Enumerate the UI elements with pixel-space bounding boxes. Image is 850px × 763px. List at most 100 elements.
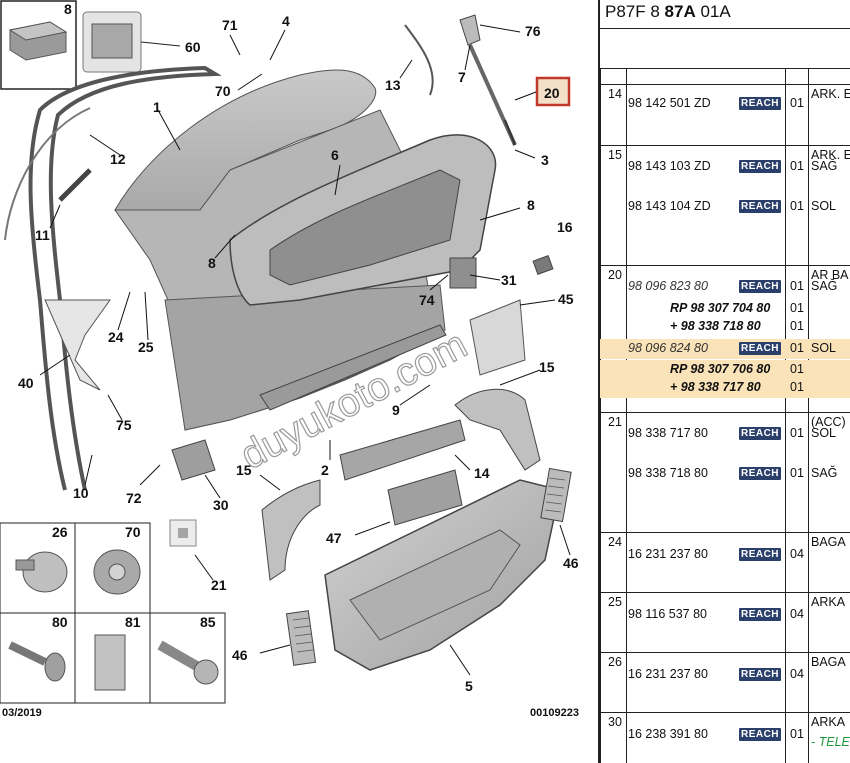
part-number[interactable]: 98 143 104 ZD [628, 199, 711, 213]
reach-badge: REACH [739, 728, 781, 741]
part-number[interactable]: 98 096 824 80 [628, 341, 708, 355]
reach-badge: REACH [739, 97, 781, 110]
description: SAĞ [811, 466, 838, 480]
part-number[interactable]: + 98 338 717 80 [670, 380, 761, 394]
callout-81: 81 [125, 614, 141, 630]
side-trim-15-right [454, 388, 541, 471]
description: SAĞ [811, 159, 838, 173]
highlight-box-20 [535, 76, 571, 107]
quantity: 01 [790, 426, 804, 440]
description-note: - TELE [811, 735, 850, 749]
quantity: 01 [790, 727, 804, 741]
side-trim-15-left [261, 479, 321, 581]
bumper-16 [532, 255, 554, 275]
table-rule [600, 68, 850, 69]
reach-badge: REACH [739, 668, 781, 681]
reach-badge: REACH [739, 200, 781, 213]
callout-20: 20 [544, 85, 560, 101]
row-separator [600, 652, 850, 653]
row-index: 30 [608, 715, 622, 729]
part-number[interactable]: 16 238 391 80 [628, 727, 708, 741]
row-separator [600, 145, 850, 146]
part-number[interactable]: + 98 338 718 80 [670, 319, 761, 333]
quantity: 01 [790, 159, 804, 173]
reach-badge: REACH [739, 160, 781, 173]
cover-47 [387, 469, 463, 526]
reach-badge: REACH [739, 467, 781, 480]
part-number[interactable]: RP 98 307 704 80 [670, 301, 771, 315]
row-index: 20 [608, 268, 622, 282]
spoiler-trim-9 [259, 324, 447, 411]
callout-2: 2 [321, 462, 329, 478]
part-number[interactable]: 16 231 237 80 [628, 667, 708, 681]
part-number[interactable]: 98 143 103 ZD [628, 159, 711, 173]
callout-15: 15 [539, 359, 555, 375]
description: ARKA [811, 595, 846, 609]
quantity: 01 [790, 319, 804, 333]
thumb-box-8 [0, 0, 77, 90]
lock-31 [449, 257, 477, 289]
row-separator [600, 84, 850, 85]
callout-31: 31 [501, 272, 517, 288]
callout-76: 76 [525, 23, 541, 39]
row-index: 15 [608, 148, 622, 162]
row-index: 26 [608, 655, 622, 669]
callout-72: 72 [126, 490, 142, 506]
row-index: 25 [608, 595, 622, 609]
reach-badge: REACH [739, 427, 781, 440]
quantity: 01 [790, 199, 804, 213]
callout-15: 15 [236, 462, 252, 478]
callout-8: 8 [64, 1, 72, 17]
quantity: 04 [790, 607, 804, 621]
catalog-title: P87F 8 87A 01A [605, 2, 731, 21]
callout-74: 74 [419, 292, 435, 308]
leader-lines [39, 24, 571, 676]
callout-8: 8 [208, 255, 216, 271]
callout-46: 46 [232, 647, 248, 663]
part-number[interactable]: 98 338 718 80 [628, 466, 708, 480]
part-number[interactable]: 98 096 823 80 [628, 279, 708, 293]
callout-8: 8 [527, 197, 535, 213]
quantity: 01 [790, 466, 804, 480]
reach-badge: REACH [739, 548, 781, 561]
quantity: 01 [790, 301, 804, 315]
part-number[interactable]: RP 98 307 706 80 [670, 362, 771, 376]
part-number[interactable]: 98 338 717 80 [628, 426, 708, 440]
part-number[interactable]: 16 231 237 80 [628, 547, 708, 561]
callout-14: 14 [474, 465, 490, 481]
clip-set-60 [82, 11, 181, 73]
quantity: 01 [790, 380, 804, 394]
callout-25: 25 [138, 339, 154, 355]
description: SAĞ [811, 279, 838, 293]
part-number[interactable]: 98 142 501 ZD [628, 96, 711, 110]
spoiler-side-40 [44, 299, 111, 391]
column-rule [600, 68, 601, 763]
callout-4: 4 [282, 13, 290, 29]
control-module-30 [171, 439, 216, 481]
lower-trim-panel-5 [324, 479, 561, 671]
description: BAGA [811, 655, 846, 669]
part-number[interactable]: 98 116 537 80 [628, 607, 708, 621]
callout-70: 70 [215, 83, 231, 99]
quantity: 04 [790, 547, 804, 561]
row-separator [600, 412, 850, 413]
row-separator [600, 592, 850, 593]
callout-70: 70 [125, 524, 141, 540]
row-separator [600, 532, 850, 533]
row-separator [600, 712, 850, 713]
quantity: 01 [790, 362, 804, 376]
window-inner-frame [229, 134, 497, 306]
description: ARKA [811, 715, 846, 729]
upper-trim-14 [339, 419, 466, 481]
row-index: 21 [608, 415, 622, 429]
callout-85: 85 [200, 614, 216, 630]
callout-30: 30 [213, 497, 229, 513]
description-heading: ARK. E [811, 148, 850, 162]
highlighted-line [600, 339, 850, 359]
hardware-inset-grid [0, 522, 226, 704]
callout-45: 45 [558, 291, 574, 307]
highlighted-line [600, 360, 850, 380]
row-separator [600, 265, 850, 266]
callout-3: 3 [541, 152, 549, 168]
